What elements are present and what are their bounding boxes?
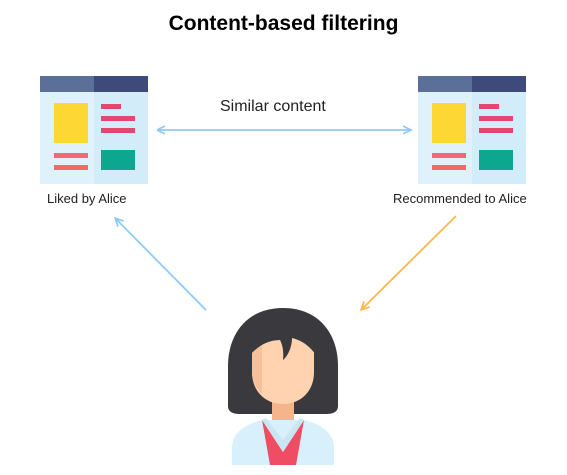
liked-caption: Liked by Alice (47, 191, 127, 206)
recommended-caption: Recommended to Alice (393, 191, 527, 206)
liked-document-icon (40, 76, 148, 184)
similar-content-label: Similar content (220, 98, 326, 115)
recommended-document-icon (418, 76, 526, 184)
recommendation-arrow (362, 215, 457, 309)
liked-arrow (116, 219, 207, 311)
woman-avatar-icon (228, 308, 338, 465)
diagram-title: Content-based filtering (168, 12, 399, 35)
